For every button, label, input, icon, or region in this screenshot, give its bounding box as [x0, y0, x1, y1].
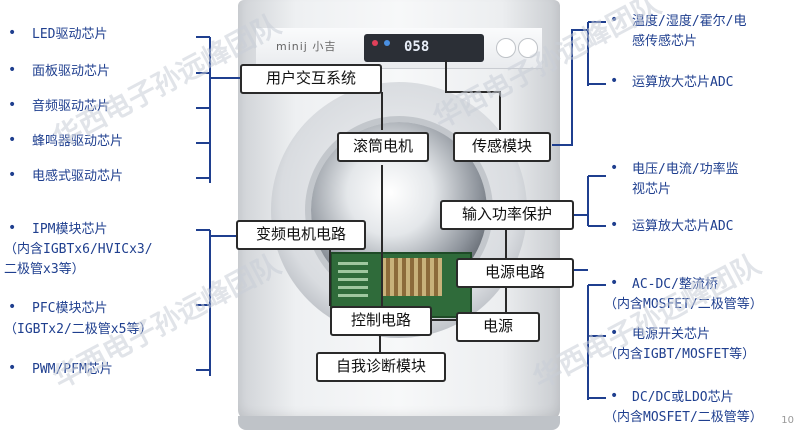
right-item-sensor-chips: 温度/湿度/霍尔/电 — [632, 14, 747, 29]
right-item-opamp-adc: 运算放大芯片ADC — [632, 75, 734, 90]
left-item-ipm-detail-2: 二极管x3等） — [4, 262, 85, 277]
left-item-pfc: PFC模块芯片 — [32, 301, 108, 316]
machine-base — [238, 416, 560, 430]
right-item-opamp-adc-2: 运算放大芯片ADC — [632, 219, 734, 234]
left-item-pfc-detail: （IGBTx2/二极管x5等） — [4, 322, 153, 337]
right-item-sensor-chips-2: 感传感芯片 — [632, 34, 698, 49]
power-knob — [496, 38, 516, 58]
left-item-ipm-detail: （内含IGBTx6/HVICx3/ — [4, 242, 153, 257]
indicator-light — [372, 40, 378, 46]
bullet-dot: • — [8, 167, 17, 183]
right-item-acdc-detail: （内含MOSFET/二极管等） — [604, 297, 763, 312]
brand-logo: minij 小吉 — [276, 40, 337, 53]
box-power-supply: 电源 — [456, 312, 540, 342]
box-self-diagnosis: 自我诊断模块 — [316, 352, 446, 382]
page-number: 10 — [781, 415, 794, 426]
bullet-dot: • — [8, 62, 17, 78]
bullet-dot: • — [610, 217, 619, 233]
left-item-buzzer-driver: 蜂鸣器驱动芯片 — [32, 134, 124, 149]
bullet-dot: • — [610, 160, 619, 176]
box-inverter-motor-circuit: 变频电机电路 — [236, 220, 366, 250]
bullet-dot: • — [8, 97, 17, 113]
bullet-dot: • — [8, 360, 17, 376]
indicator-light — [384, 40, 390, 46]
bullet-dot: • — [610, 73, 619, 89]
right-item-dcdc-ldo-detail: （内含MOSFET/二极管等） — [604, 410, 763, 425]
box-control-circuit: 控制电路 — [330, 306, 432, 336]
start-knob — [518, 38, 538, 58]
bullet-dot: • — [610, 275, 619, 291]
left-item-inductive-driver: 电感式驱动芯片 — [32, 169, 124, 184]
box-drum-motor: 滚筒电机 — [337, 132, 429, 162]
right-item-power-monitor-2: 视芯片 — [632, 182, 672, 197]
left-item-ipm: IPM模块芯片 — [32, 222, 108, 237]
bullet-dot: • — [8, 25, 17, 41]
control-panel: minij 小吉 058 — [256, 28, 542, 69]
bullet-dot: • — [8, 220, 17, 236]
left-item-audio-driver: 音频驱动芯片 — [32, 99, 111, 114]
digital-display: 058 — [364, 34, 484, 62]
left-item-panel-driver: 面板驱动芯片 — [32, 64, 111, 79]
bullet-dot: • — [8, 299, 17, 315]
box-sensor-module: 传感模块 — [453, 132, 551, 162]
box-user-interaction: 用户交互系统 — [240, 64, 382, 94]
bullet-dot: • — [8, 132, 17, 148]
left-item-led-driver: LED驱动芯片 — [32, 27, 108, 42]
bullet-dot: • — [610, 12, 619, 28]
box-power-circuit: 电源电路 — [456, 258, 574, 288]
right-item-acdc: AC-DC/整流桥 — [632, 277, 718, 292]
display-digits: 058 — [404, 39, 430, 55]
left-item-pwm: PWM/PFM芯片 — [32, 362, 113, 377]
bullet-dot: • — [610, 388, 619, 404]
right-item-power-monitor: 电压/电流/功率监 — [632, 162, 739, 177]
bullet-dot: • — [610, 325, 619, 341]
right-item-power-switch: 电源开关芯片 — [632, 327, 711, 342]
box-input-power-protection: 输入功率保护 — [440, 200, 574, 230]
right-item-power-switch-detail: （内含IGBT/MOSFET等） — [604, 347, 756, 362]
right-item-dcdc-ldo: DC/DC或LDO芯片 — [632, 390, 734, 405]
